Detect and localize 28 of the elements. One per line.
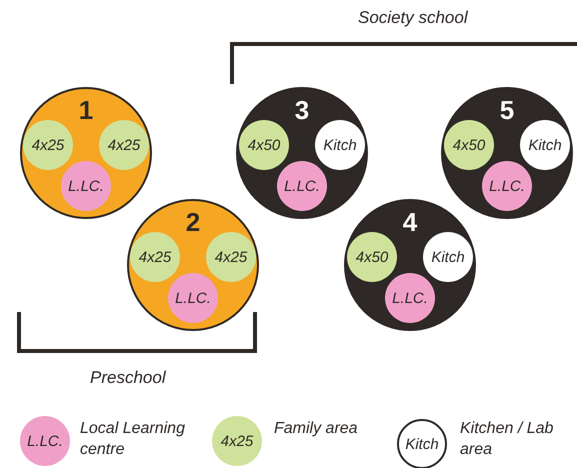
area-circle: L.LC. [168,273,218,323]
legend-text: Kitchen / Lab area [460,419,554,460]
room-number: 3 [294,95,310,125]
area-circle: L.LC. [61,161,111,211]
group-label: Society school [358,8,468,28]
room-number: 4 [402,207,418,237]
room-number: 2 [186,207,200,237]
area-circle: Kitch [315,120,365,170]
area-circle: 4x50 [347,232,397,282]
area-circle: L.LC. [385,273,435,323]
area-circle: 4x25 [23,120,73,170]
legend-text: Local Learning centre [80,419,185,460]
legend-swatch: Kitch [397,419,447,468]
legend-swatch: L.LC. [20,416,70,466]
area-circle: 4x50 [239,120,289,170]
area-circle: Kitch [423,232,473,282]
area-circle: 4x50 [444,120,494,170]
group-label: Preschool [90,368,166,388]
room-number: 1 [78,95,94,125]
area-circle: 4x25 [130,232,180,282]
area-circle: 4x25 [206,232,256,282]
area-circle: L.LC. [277,161,327,211]
legend-text: Family area [274,419,359,439]
area-circle: Kitch [520,120,570,170]
legend-swatch: 4x25 [212,416,262,466]
room-number: 5 [500,95,514,125]
area-circle: L.LC. [482,161,532,211]
area-circle: 4x25 [99,120,149,170]
